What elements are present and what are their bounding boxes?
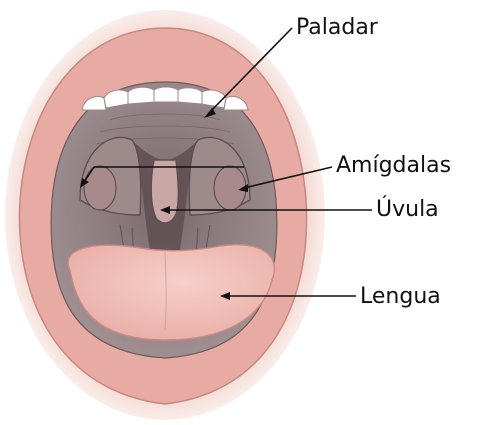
- left-tonsil: [84, 166, 116, 210]
- label-tonsils: Amígdalas: [336, 153, 451, 178]
- label-tongue: Lengua: [360, 284, 441, 309]
- label-palate: Paladar: [296, 15, 379, 40]
- uvula: [151, 160, 178, 223]
- right-tonsil: [214, 166, 246, 210]
- label-uvula: Úvula: [376, 196, 439, 222]
